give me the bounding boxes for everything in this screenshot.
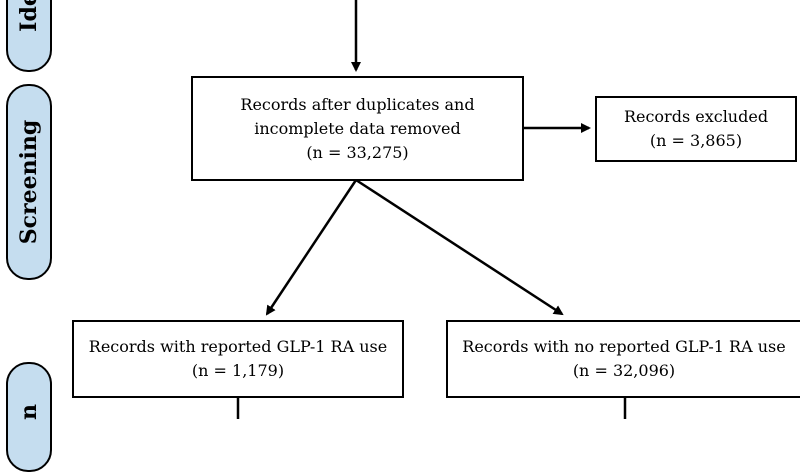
glp1-use-label: Records with reported GLP-1 RA use: [88, 337, 388, 356]
records-after-duplicates-count: (n = 33,275): [306, 142, 409, 162]
no-glp1-use-label: Records with no reported GLP-1 RA use: [462, 337, 786, 356]
arrow-to-no-glp1-use: [355, 178, 564, 316]
records-excluded-count: (n = 3,865): [649, 131, 743, 150]
glp1-use-count: (n = 1,179): [191, 361, 285, 380]
no-glp1-use-box: Records with no reported GLP-1 RA use (n…: [446, 320, 800, 398]
no-glp1-use-count: (n = 32,096): [572, 361, 676, 380]
identification-stage-pill: [6, 0, 52, 72]
flow-arrows: [236, 0, 627, 419]
records-after-duplicates-box: Records after duplicates and incomplete …: [191, 76, 524, 181]
arrow-to-glp1-use: [265, 179, 358, 316]
records-after-duplicates-line1: Records after duplicates and: [240, 94, 475, 114]
records-excluded-label: Records excluded: [623, 107, 769, 126]
screening-stage-pill: [6, 84, 52, 280]
records-after-duplicates-line2: incomplete data removed: [254, 118, 461, 138]
glp1-use-box: Records with reported GLP-1 RA use (n = …: [72, 320, 404, 398]
records-excluded-box: Records excluded (n = 3,865): [595, 96, 797, 162]
